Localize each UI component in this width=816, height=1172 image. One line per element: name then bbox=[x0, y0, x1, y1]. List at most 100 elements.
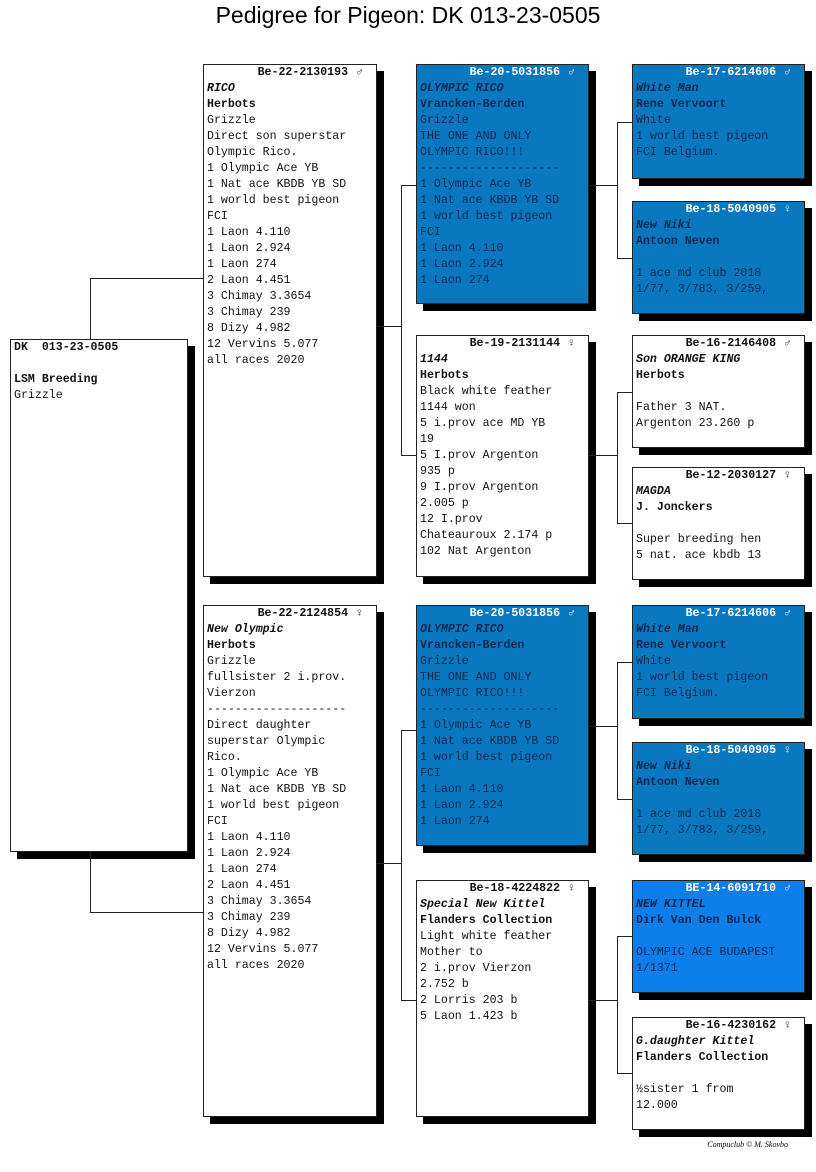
info-line: Father 3 NAT. bbox=[636, 401, 727, 414]
info-line: 2 Lorris 203 b bbox=[420, 994, 518, 1007]
connector-line bbox=[617, 936, 632, 937]
info-line: 1 Laon 4.110 bbox=[207, 226, 291, 239]
ring-number-header: Be-17-6214606♂ bbox=[636, 606, 801, 622]
connector-line bbox=[617, 662, 632, 663]
ring-number: BE-14-6091710 bbox=[685, 882, 777, 895]
info-line: -------------------- bbox=[420, 162, 560, 175]
info-line: 3 Chimay 3.3654 bbox=[207, 290, 312, 303]
info-line: OLYMPIC ACE BUDAPEST bbox=[636, 946, 776, 959]
connector-line bbox=[90, 912, 203, 913]
info-line: 1 world best pigeon bbox=[636, 130, 769, 143]
info-line: Grizzle bbox=[207, 655, 256, 668]
breeder-name: J. Jonckers bbox=[636, 501, 713, 514]
info-line: 1 Olympic Ace YB bbox=[420, 719, 532, 732]
male-icon: ♂ bbox=[784, 66, 791, 79]
info-line: Grizzle bbox=[207, 114, 256, 127]
breeder-name: Antoon Neven bbox=[636, 235, 720, 248]
connector-line bbox=[589, 1000, 617, 1001]
info-line: 2.752 b bbox=[420, 978, 469, 991]
ring-number: Be-17-6214606 bbox=[685, 607, 777, 620]
info-line: Direct son superstar bbox=[207, 130, 347, 143]
connector-line bbox=[617, 122, 632, 123]
breeder-name: Rene Vervoort bbox=[636, 639, 727, 652]
ring-number: Be-22-2130193 bbox=[257, 66, 349, 79]
ring-number-header: DK 013-23-0505 bbox=[14, 340, 184, 356]
info-line: 2 Laon 4.451 bbox=[207, 879, 291, 892]
info-line: 1 Laon 274 bbox=[420, 815, 490, 828]
info-line: 1 Olympic Ace YB bbox=[207, 767, 319, 780]
pigeon-name: G.daughter Kittel bbox=[636, 1035, 755, 1048]
info-line bbox=[636, 250, 801, 266]
info-line: Grizzle bbox=[420, 655, 469, 668]
connector-line bbox=[90, 278, 91, 339]
breeder-name: Vrancken-Berden bbox=[420, 98, 525, 111]
pigeon-name: RICO bbox=[207, 82, 235, 95]
ring-number: Be-20-5031856 bbox=[469, 66, 561, 79]
ring-number: Be-20-5031856 bbox=[469, 607, 561, 620]
pigeon-name: NEW KITTEL bbox=[636, 898, 706, 911]
ring-number-header: Be-19-2131144 ♀ bbox=[420, 336, 585, 352]
info-line: 12 Vervins 5.077 bbox=[207, 338, 319, 351]
connector-line bbox=[401, 730, 416, 731]
info-line: 1 Laon 2.924 bbox=[420, 258, 504, 271]
info-line: 1 Nat ace KBDB YB SD bbox=[420, 735, 560, 748]
info-line: 12.000 bbox=[636, 1099, 678, 1112]
info-line: 1/77, 3/783, 3/259, bbox=[636, 283, 769, 296]
info-line: Super breeding hen bbox=[636, 533, 762, 546]
ring-number: Be-16-4230162 bbox=[685, 1019, 777, 1032]
info-line: 2.005 p bbox=[420, 497, 469, 510]
info-line: fullsister 2 i.prov. bbox=[207, 671, 347, 684]
info-line: -------------------- bbox=[207, 703, 347, 716]
breeder-name: Herbots bbox=[420, 369, 469, 382]
info-line: 5 I.prov Argenton bbox=[420, 449, 539, 462]
pigeon-name: 1144 bbox=[420, 353, 448, 366]
info-line: 1 Laon 274 bbox=[207, 863, 277, 876]
ring-number: Be-12-2030127 bbox=[685, 469, 777, 482]
info-line: 12 I.prov bbox=[420, 513, 483, 526]
ring-number: Be-19-2131144 bbox=[469, 337, 561, 350]
info-line: 5 Laon 1.423 b bbox=[420, 1010, 518, 1023]
connector-line bbox=[401, 730, 402, 1000]
breeder-name: Herbots bbox=[636, 369, 685, 382]
ring-number-header: Be-18-4224822♀ bbox=[420, 881, 585, 897]
info-line: 935 p bbox=[420, 465, 455, 478]
info-line: 5 i.prov ace MD YB bbox=[420, 417, 546, 430]
female-icon: ♀ bbox=[568, 337, 575, 350]
pigeon-name: Special New Kittel bbox=[420, 898, 546, 911]
female-icon: ♀ bbox=[784, 203, 791, 216]
ring-number-header: Be-16-2146408♂ bbox=[636, 336, 801, 352]
ring-number: Be-18-5040905 bbox=[685, 744, 777, 757]
info-line: 1 world best pigeon bbox=[207, 799, 340, 812]
info-line: Black white feather bbox=[420, 385, 553, 398]
info-line: 3 Chimay 239 bbox=[207, 911, 291, 924]
pigeon-name: OLYMPIC RICO bbox=[420, 82, 504, 95]
info-line: FCI bbox=[207, 210, 228, 223]
ring-number-header: BE-14-6091710♂ bbox=[636, 881, 801, 897]
ring-number-header: Be-17-6214606♂ bbox=[636, 65, 801, 81]
info-line: 2 i.prov Vierzon bbox=[420, 962, 532, 975]
ring-number-header: Be-20-5031856♂ bbox=[420, 606, 585, 622]
info-line: Grizzle bbox=[14, 389, 63, 402]
info-line: ½sister 1 from bbox=[636, 1083, 734, 1096]
female-icon: ♀ bbox=[784, 744, 791, 757]
pigeon-name: New Niki bbox=[636, 219, 692, 232]
info-line: all races 2020 bbox=[207, 959, 305, 972]
info-line bbox=[636, 384, 801, 400]
info-line: OLYMPIC RICO!!! bbox=[420, 687, 525, 700]
info-line: 19 bbox=[420, 433, 434, 446]
